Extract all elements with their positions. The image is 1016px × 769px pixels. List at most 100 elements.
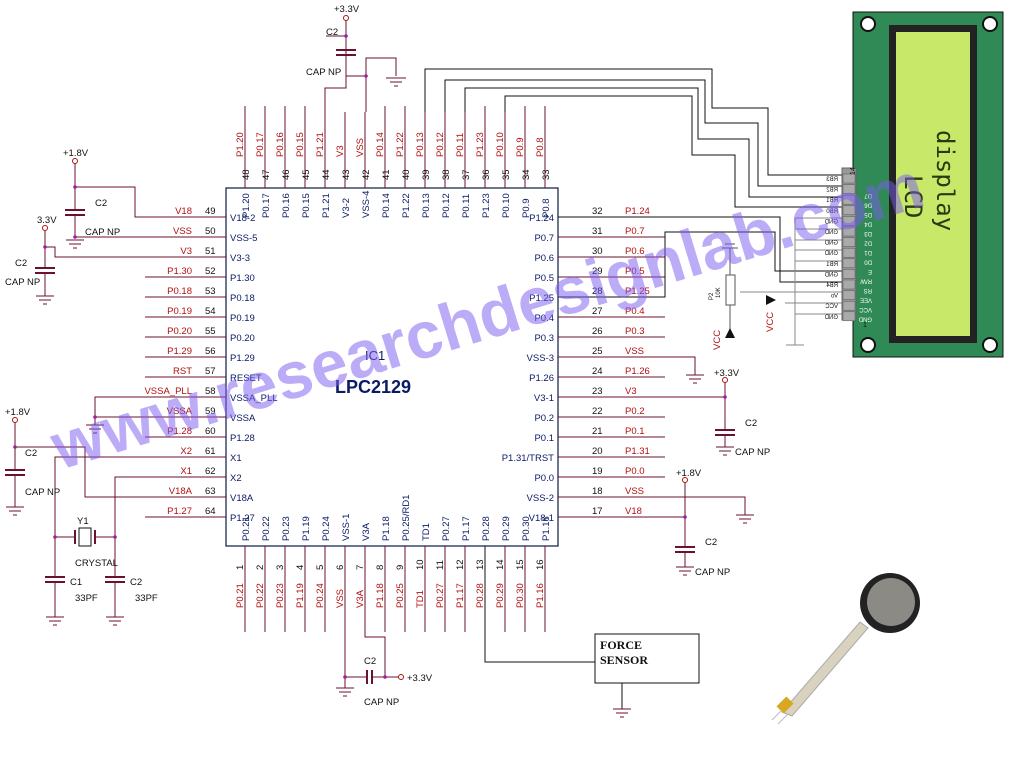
pin-number: 1 <box>235 565 246 570</box>
cap-value-right2: CAP NP <box>695 567 730 578</box>
lcd-conn-label: GND <box>824 251 838 257</box>
net-label: P1.29 <box>167 346 192 357</box>
pin-number: 26 <box>592 326 603 337</box>
pin-number: 45 <box>301 169 312 180</box>
junction <box>723 395 727 399</box>
cap-ref-right2: C2 <box>705 537 717 548</box>
left-decoupling-circuit <box>35 161 226 304</box>
net-label: V18 <box>175 206 192 217</box>
pin-number: 37 <box>461 169 472 180</box>
pin-name: TD1 <box>421 523 432 541</box>
net-label: P0.29 <box>495 583 506 608</box>
pin-number: 44 <box>321 169 332 180</box>
vcc-label-pot: VCC <box>712 330 723 350</box>
pin-name: P0.18 <box>230 293 255 304</box>
crystal-label: CRYSTAL <box>75 558 118 569</box>
pin-name: P0.23 <box>281 516 292 541</box>
pin-number: 12 <box>455 559 466 570</box>
lcd-pin-label: VCC <box>859 306 872 312</box>
net-label: P1.26 <box>625 366 650 377</box>
pin-number: 56 <box>205 346 216 357</box>
net-label: P0.14 <box>375 132 386 157</box>
pin-number: 11 <box>435 560 446 570</box>
pin-name: P1.28 <box>230 433 255 444</box>
pin-name: P0.29 <box>501 516 512 541</box>
pin-number: 19 <box>592 466 603 477</box>
power-label-1v8-left: +1.8V <box>63 148 89 159</box>
cap-ref-left1: C2 <box>95 198 107 209</box>
net-label: P0.21 <box>235 583 246 608</box>
pin-number: 18 <box>592 486 603 497</box>
pin-number: 32 <box>592 206 603 217</box>
right-power-circuit <box>558 357 754 575</box>
net-label: P0.10 <box>495 132 506 157</box>
net-label: P1.16 <box>535 583 546 608</box>
cap-c2-value: 33PF <box>135 593 158 604</box>
pin-name: P1.16 <box>541 516 552 541</box>
pin-number: 34 <box>521 169 532 180</box>
lcd-conn-pin: RB1 <box>826 259 855 268</box>
lcd-pin-label: D0 <box>864 259 872 265</box>
pin-number: 25 <box>592 346 603 357</box>
cap-value-bottom: CAP NP <box>364 697 399 708</box>
pin-number: 10 <box>415 559 426 570</box>
pin-name: VSS-2 <box>527 493 554 504</box>
net-label: P1.30 <box>167 266 192 277</box>
net-label: P0.24 <box>315 583 326 608</box>
pin-name: P0.25/RD1 <box>401 495 412 541</box>
lcd-pin-label: VEE <box>860 297 872 303</box>
net-label: P0.12 <box>435 132 446 157</box>
pin-name: P0.11 <box>461 194 472 218</box>
pin-name: P0.17 <box>261 193 272 218</box>
power-label-1v8-right: +1.8V <box>676 468 702 479</box>
pin-name: V3-3 <box>230 253 250 264</box>
net-label: X1 <box>180 466 192 477</box>
net-label: P0.16 <box>275 132 286 157</box>
pin-number: 15 <box>515 559 526 570</box>
net-label: V18A <box>169 486 193 497</box>
pin-name: X1 <box>230 453 242 464</box>
pin-number: 61 <box>205 446 216 457</box>
pin-number: 13 <box>475 559 486 570</box>
net-label: P0.23 <box>275 583 286 608</box>
pin-name: V3-1 <box>534 393 554 404</box>
cap-value-left1: CAP NP <box>85 227 120 238</box>
net-label: P1.19 <box>295 583 306 608</box>
net-label: P1.23 <box>475 132 486 157</box>
pin-number: 24 <box>592 366 603 377</box>
net-label: P1.24 <box>625 206 650 217</box>
net-label: TD1 <box>415 590 426 608</box>
junction <box>13 445 17 449</box>
pin-number: 48 <box>241 169 252 180</box>
cap-ref-right1: C2 <box>745 418 757 429</box>
junction <box>113 535 117 539</box>
net-label: VSS <box>355 138 366 157</box>
pin-number: 36 <box>481 169 492 180</box>
pin-name: VSS-3 <box>527 353 554 364</box>
net-label: P0.1 <box>625 426 645 437</box>
cap-value-left2: CAP NP <box>5 277 40 288</box>
pin-number: 7 <box>355 565 366 570</box>
junction <box>43 245 47 249</box>
pin-name: P1.30 <box>230 273 255 284</box>
net-label: P0.11 <box>455 133 466 157</box>
pin-number: 9 <box>395 565 406 570</box>
power-port-3v3-left <box>43 226 48 231</box>
pin-number: 2 <box>255 565 266 570</box>
net-label: P0.15 <box>295 132 306 157</box>
pin-name: P0.12 <box>441 193 452 218</box>
pin-number: 3 <box>275 565 286 570</box>
pin-name: P0.14 <box>381 193 392 218</box>
crystal-ref: Y1 <box>77 516 89 527</box>
pin-number: 63 <box>205 486 216 497</box>
junction <box>683 515 687 519</box>
pin-number: 21 <box>592 426 603 437</box>
lcd-pin-label: E <box>868 268 872 274</box>
pin-name: VSS-4 <box>361 191 372 218</box>
pin-name: P0.28 <box>481 516 492 541</box>
pin-name: P1.24 <box>529 213 554 224</box>
pin-number: 64 <box>205 506 216 517</box>
net-label: V3A <box>355 589 366 608</box>
net-label: VSS <box>173 226 192 237</box>
pin-number: 5 <box>315 565 326 570</box>
